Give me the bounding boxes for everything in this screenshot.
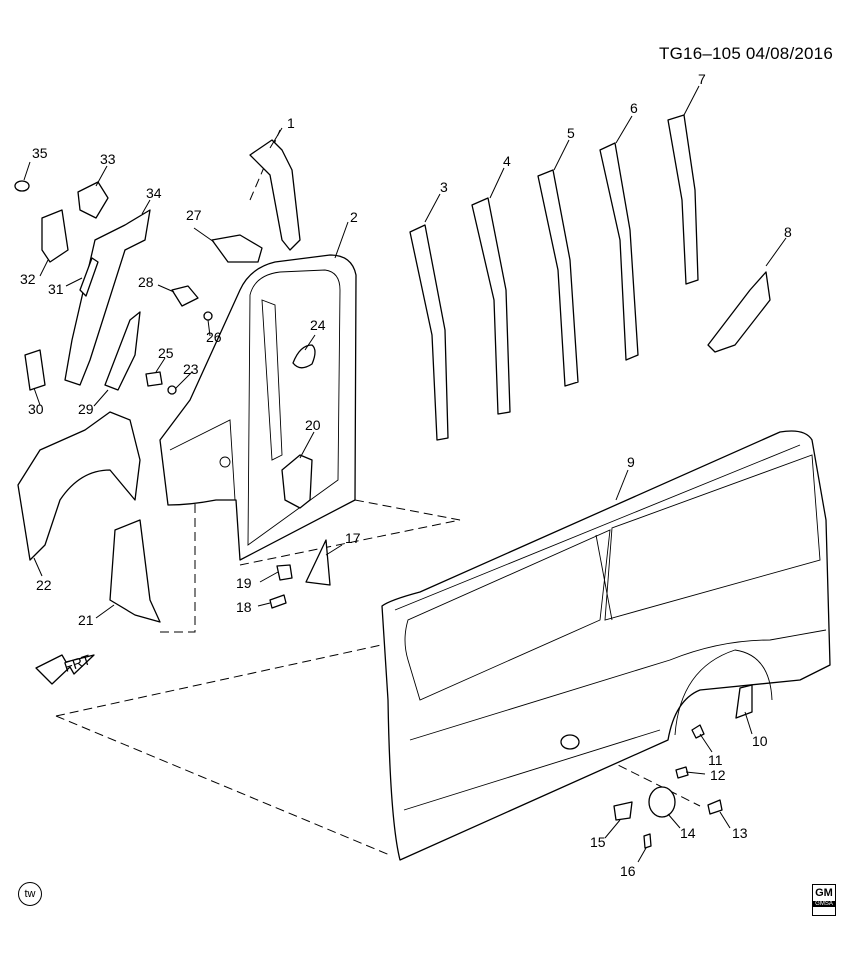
part-1-pillar-reinforcement <box>249 139 301 251</box>
part-26-bolt <box>203 311 213 321</box>
callout-2: 2 <box>350 209 358 225</box>
callout-18: 18 <box>236 599 252 615</box>
part-11-fastener <box>691 724 705 739</box>
part-15-clip <box>613 801 633 821</box>
callout-30: 30 <box>28 401 44 417</box>
callout-10: 10 <box>752 733 768 749</box>
part-25-clip <box>145 371 163 387</box>
callout-5: 5 <box>567 125 575 141</box>
callout-numbers: 1 2 3 4 5 6 7 8 9 10 11 12 13 14 15 16 1… <box>20 71 792 879</box>
callout-25: 25 <box>158 345 174 361</box>
diagram-id-label: TG16–105 04/08/2016 <box>659 44 833 63</box>
part-28-hinge <box>171 285 199 307</box>
front-arrow-icon <box>35 654 95 685</box>
callout-28: 28 <box>138 274 154 290</box>
part-16-pin <box>643 833 652 849</box>
part-14-cap <box>648 786 676 818</box>
part-9-side-outer-panel <box>381 430 831 861</box>
callout-33: 33 <box>100 151 116 167</box>
callout-16: 16 <box>620 863 636 879</box>
gm-logo-sub: GMSA <box>813 901 835 907</box>
part-32-bracket <box>41 209 69 263</box>
part-3-pillar <box>409 224 449 441</box>
gm-logo-icon: GM GMSA <box>812 884 836 916</box>
callout-15: 15 <box>590 834 606 850</box>
callout-29: 29 <box>78 401 94 417</box>
callout-1: 1 <box>287 115 295 131</box>
part-8-corner-panel <box>707 271 771 353</box>
part-4-pillar <box>471 197 511 415</box>
leader-lines <box>23 85 787 863</box>
callout-35: 35 <box>32 145 48 161</box>
callout-20: 20 <box>305 417 321 433</box>
callout-14: 14 <box>680 825 696 841</box>
callout-17: 17 <box>345 530 361 546</box>
callout-27: 27 <box>186 207 202 223</box>
callout-8: 8 <box>784 224 792 240</box>
part-22-wheelhouse-inner <box>17 411 141 561</box>
part-34-pillar-assembly <box>64 209 151 386</box>
callout-34: 34 <box>146 185 162 201</box>
callout-24: 24 <box>310 317 326 333</box>
callout-3: 3 <box>440 179 448 195</box>
part-18-bolt <box>269 594 287 609</box>
part-33-bracket <box>77 181 109 219</box>
part-35-plug <box>14 180 30 192</box>
part-5-pillar <box>537 169 579 387</box>
callout-23: 23 <box>183 361 199 377</box>
part-12-pin <box>675 766 689 779</box>
callout-19: 19 <box>236 575 252 591</box>
callout-12: 12 <box>710 767 726 783</box>
part-13-bolt <box>707 799 723 815</box>
part-17-triangle-trim <box>305 539 331 586</box>
front-direction-label: FRT <box>62 651 93 675</box>
callout-7: 7 <box>698 71 706 87</box>
tw-badge: tw <box>18 882 42 906</box>
gm-logo-text: GM <box>815 887 833 899</box>
part-24-plug <box>292 344 316 369</box>
part-20-bracket <box>281 454 313 509</box>
part-31-strip <box>79 257 99 297</box>
part-7-pillar <box>667 114 699 285</box>
callout-13: 13 <box>732 825 748 841</box>
callout-11: 11 <box>708 752 723 768</box>
callout-22: 22 <box>36 577 52 593</box>
callout-31: 31 <box>48 281 64 297</box>
callout-9: 9 <box>627 454 635 470</box>
part-21-inner-panel <box>109 519 161 623</box>
part-10-flap <box>735 684 753 719</box>
part-23-bolt <box>167 385 177 395</box>
part-19-clip <box>276 564 293 581</box>
part-30-bracket <box>24 349 46 391</box>
roof-bows-3-to-7 <box>409 114 699 441</box>
part-29-panel <box>104 311 141 391</box>
callout-6: 6 <box>630 100 638 116</box>
callout-4: 4 <box>503 153 511 169</box>
part-27-bracket <box>211 234 263 263</box>
part-6-pillar <box>599 142 639 361</box>
callout-32: 32 <box>20 271 36 287</box>
callout-21: 21 <box>78 612 94 628</box>
callout-26: 26 <box>206 329 222 345</box>
